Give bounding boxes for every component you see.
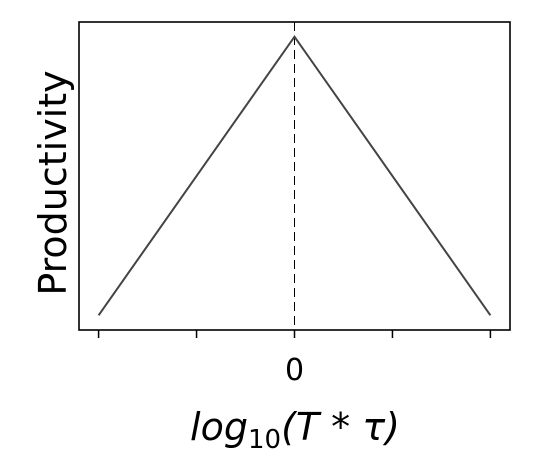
x-ticks [97,330,492,338]
series-line [97,34,492,316]
y-axis-label: Productivity [31,70,75,295]
x-axis-label-rest: (T * τ) [281,405,400,449]
x-axis-label-main: log [190,405,248,449]
x-axis-label-sub: 10 [248,425,281,455]
x-tick-labels: 0 [285,353,304,388]
x-axis-label: log10(T * τ) [190,405,400,455]
x-tick-label: 0 [285,353,304,388]
